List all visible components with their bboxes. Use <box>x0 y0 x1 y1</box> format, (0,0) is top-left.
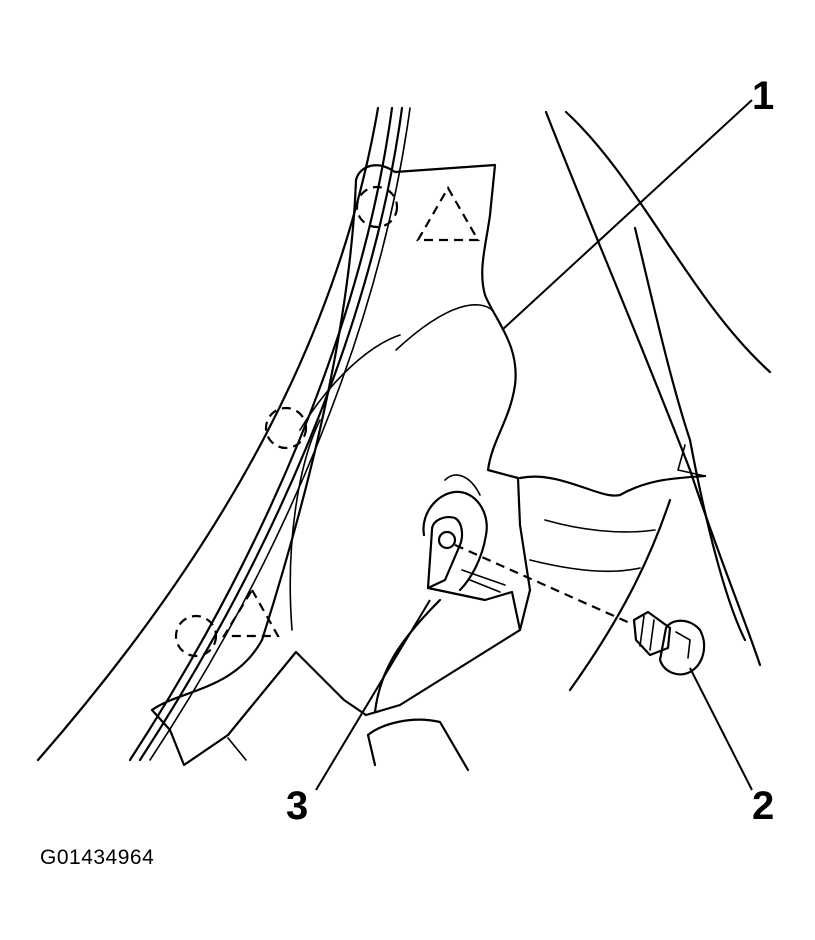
bolt-assembly <box>454 543 706 676</box>
callout-label-3: 3 <box>286 784 309 828</box>
lower-anchor-bracket <box>227 490 522 772</box>
figure-id-label: G01434964 <box>40 846 155 869</box>
retainer-clips <box>174 185 480 658</box>
callout-leaders <box>315 99 753 791</box>
pillar-trim-panel <box>150 163 532 767</box>
callout-label-1: 1 <box>752 74 775 118</box>
callout-label-2: 2 <box>752 784 775 828</box>
body-structure <box>444 110 772 692</box>
